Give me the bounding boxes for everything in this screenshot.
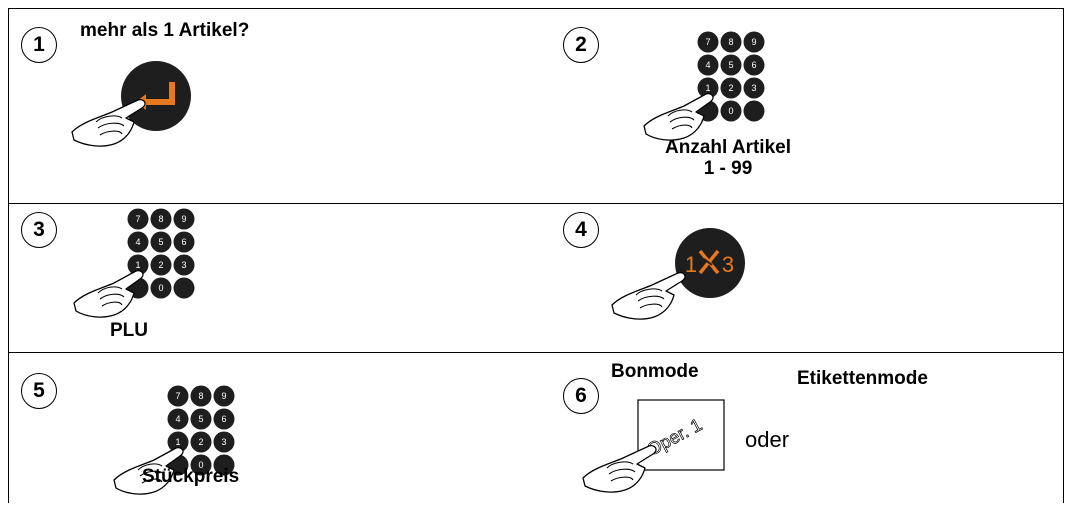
step-number-3: 3 — [21, 212, 57, 248]
keypad-key-label: 1 — [705, 83, 710, 93]
numeric-keypad-icon: 7 8 9 4 5 6 1 2 3 0 — [113, 385, 235, 495]
multiply-key-left-digit: 1 — [685, 252, 697, 277]
step-caption-2-line1: Anzahl Artikel — [665, 137, 791, 158]
keypad-key-label: 6 — [221, 414, 226, 424]
keypad-key-label: 0 — [728, 106, 733, 116]
keypad-key-label: 1 — [175, 437, 180, 447]
keypad-key-label: 4 — [705, 60, 710, 70]
keypad-key-label: 2 — [158, 260, 163, 270]
keypad-key — [127, 254, 149, 276]
keypad-key — [697, 31, 719, 53]
keypad-key — [697, 54, 719, 76]
keypad-blank-key — [213, 454, 235, 476]
keypad-key-label: 5 — [198, 414, 203, 424]
keypad-key-label: 1 — [135, 260, 140, 270]
keypad-key-label: 7 — [135, 214, 140, 224]
hand-finger-lines — [137, 463, 165, 484]
keypad-key-label: 7 — [705, 37, 710, 47]
step-number-1: 1 — [21, 27, 57, 63]
keypad-key — [127, 231, 149, 253]
keypad-key-label: 9 — [221, 391, 226, 401]
keypad-key-label: 8 — [158, 214, 163, 224]
keypad-key-label: 6 — [751, 60, 756, 70]
keypad-key — [150, 231, 172, 253]
pointing-hand-icon — [113, 446, 184, 495]
enter-key-icon — [71, 61, 191, 147]
keypad-key — [697, 77, 719, 99]
keypad-key-label: 5 — [728, 60, 733, 70]
pointing-hand-icon — [73, 269, 144, 318]
keypad-key — [173, 208, 195, 230]
keypad-key-label: 4 — [175, 414, 180, 424]
instruction-table — [8, 8, 1064, 503]
keypad-key — [720, 77, 742, 99]
hand-finger-lines — [667, 109, 695, 130]
keypad-key — [173, 231, 195, 253]
keypad-key — [743, 31, 765, 53]
keypad-key-label: 4 — [135, 237, 140, 247]
keypad-key-label: 3 — [751, 83, 756, 93]
bonmode-label: Bonmode — [611, 361, 699, 382]
keypad-key-label: 5 — [158, 237, 163, 247]
row-divider — [8, 203, 1064, 204]
or-text: oder — [745, 427, 790, 452]
step-caption-1: mehr als 1 Artikel? — [80, 20, 250, 41]
numeric-keypad-icon: 7 8 9 4 5 6 1 2 3 0 — [73, 208, 195, 318]
keypad-key — [190, 385, 212, 407]
keypad-key — [190, 408, 212, 430]
keypad-key — [150, 208, 172, 230]
keypad-key — [190, 431, 212, 453]
row-divider — [8, 352, 1064, 353]
multiply-key-icon: 1 3 — [611, 228, 745, 320]
keypad-key-label: 8 — [728, 37, 733, 47]
pointing-hand-icon — [643, 92, 714, 141]
keypad-key-label: 6 — [181, 237, 186, 247]
keypad-key — [213, 385, 235, 407]
keypad-key — [167, 408, 189, 430]
oper-key-icon: Oper. 1 — [582, 399, 725, 493]
keypad-key — [743, 77, 765, 99]
keypad-blank-key — [173, 277, 195, 299]
etikettenmode-label: Etikettenmode — [797, 368, 928, 389]
step-number-5: 5 — [21, 373, 57, 409]
numeric-keypad-icon: 7 8 9 4 5 6 1 2 3 0 — [643, 31, 765, 141]
keypad-key — [150, 254, 172, 276]
keypad-key-label: 9 — [751, 37, 756, 47]
step-caption-5: Stückpreis — [142, 466, 240, 487]
keypad-key — [213, 408, 235, 430]
keypad-key — [167, 385, 189, 407]
keypad-key-label: 0 — [158, 283, 163, 293]
keypad-key — [167, 431, 189, 453]
keypad-key-label: 7 — [175, 391, 180, 401]
multiply-key-right-digit: 3 — [722, 252, 734, 277]
keypad-key-label: 0 — [198, 460, 203, 470]
hand-finger-lines — [97, 286, 125, 307]
keypad-key — [150, 277, 172, 299]
keypad-blank-key — [743, 100, 765, 122]
keypad-key — [720, 100, 742, 122]
keypad-key — [173, 254, 195, 276]
keypad-key-label: 3 — [181, 260, 186, 270]
keypad-key — [720, 31, 742, 53]
keypad-key — [720, 54, 742, 76]
step-number-2: 2 — [563, 27, 599, 63]
step-caption-2-line2: 1 - 99 — [703, 158, 753, 179]
keypad-key — [213, 431, 235, 453]
keypad-key-label: 2 — [728, 83, 733, 93]
keypad-key-label: 2 — [198, 437, 203, 447]
step-number-4: 4 — [563, 212, 599, 248]
step-number-6: 6 — [563, 378, 599, 414]
keypad-key-label: 3 — [221, 437, 226, 447]
keypad-key-label: 8 — [198, 391, 203, 401]
keypad-key — [190, 454, 212, 476]
keypad-key — [127, 208, 149, 230]
keypad-key — [743, 54, 765, 76]
keypad-key-label: 9 — [181, 214, 186, 224]
step-caption-3: PLU — [110, 320, 148, 341]
